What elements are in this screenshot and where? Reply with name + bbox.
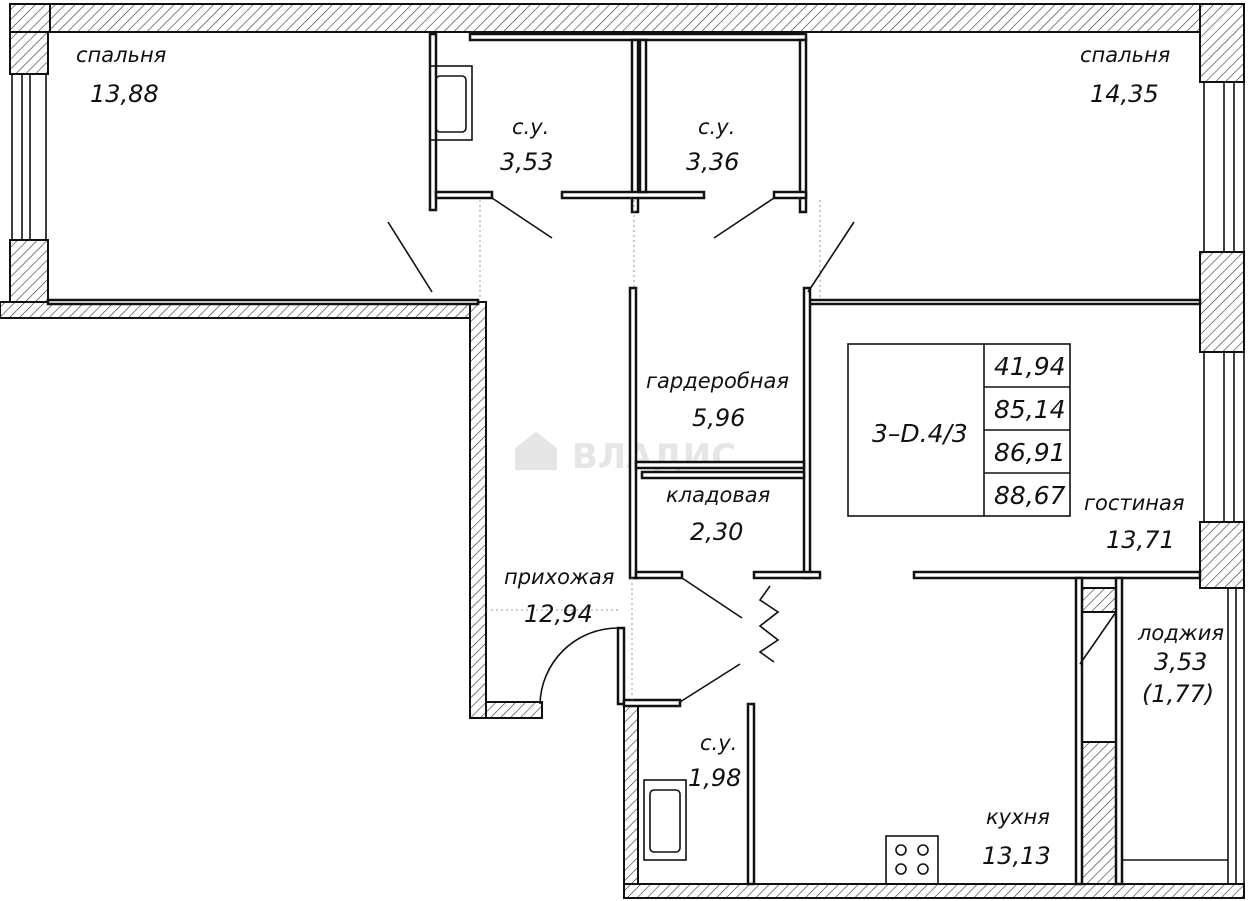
stove-icon xyxy=(885,835,939,885)
apartment-code: 3–D.4/3 xyxy=(872,419,968,448)
watermark-text: ВЛАДИС xyxy=(572,437,736,477)
area-cell: 41,94 xyxy=(994,352,1066,381)
watermark: ВЛАДИС xyxy=(515,432,736,477)
room-area-reduced: (1,77) xyxy=(1142,680,1214,708)
room-area: 14,35 xyxy=(1090,80,1159,108)
room-area: 13,13 xyxy=(982,842,1051,870)
room-area: 3,53 xyxy=(500,148,553,176)
area-cell: 86,91 xyxy=(994,438,1066,467)
room-area: 3,53 xyxy=(1154,648,1207,676)
house-icon xyxy=(515,432,557,470)
room-name: спальня xyxy=(76,43,166,67)
room-name: кладовая xyxy=(666,483,770,507)
room-name: спальня xyxy=(1080,43,1170,67)
room-name: гостиная xyxy=(1084,491,1185,515)
fixtures xyxy=(429,65,939,885)
area-cell: 88,67 xyxy=(994,481,1066,510)
outer-walls xyxy=(0,3,1245,899)
room-name: гардеробная xyxy=(646,369,789,393)
doors xyxy=(387,197,1117,705)
room-name: прихожая xyxy=(504,565,614,589)
room-name: с.у. xyxy=(512,115,549,139)
room-name: кухня xyxy=(986,805,1050,829)
room-area: 2,30 xyxy=(690,518,743,546)
room-area: 12,94 xyxy=(524,600,593,628)
room-name: лоджия xyxy=(1137,621,1224,645)
bathtub-icon xyxy=(643,779,687,861)
room-area: 1,98 xyxy=(688,764,741,792)
area-cell: 85,14 xyxy=(994,395,1066,424)
guide-lines xyxy=(479,200,821,700)
room-name: с.у. xyxy=(698,115,735,139)
partitions xyxy=(46,32,1202,886)
room-area: 5,96 xyxy=(692,404,745,432)
room-area: 13,71 xyxy=(1106,526,1175,554)
room-name: с.у. xyxy=(700,731,737,755)
apartment-summary: 3–D.4/3 41,94 85,14 86,91 88,67 xyxy=(847,343,1071,517)
room-area: 3,36 xyxy=(686,148,739,176)
room-area: 13,88 xyxy=(90,80,159,108)
room-labels: спальня 13,88 с.у. 3,53 с.у. 3,36 спальн… xyxy=(76,43,1224,870)
bathtub-icon xyxy=(429,65,473,141)
